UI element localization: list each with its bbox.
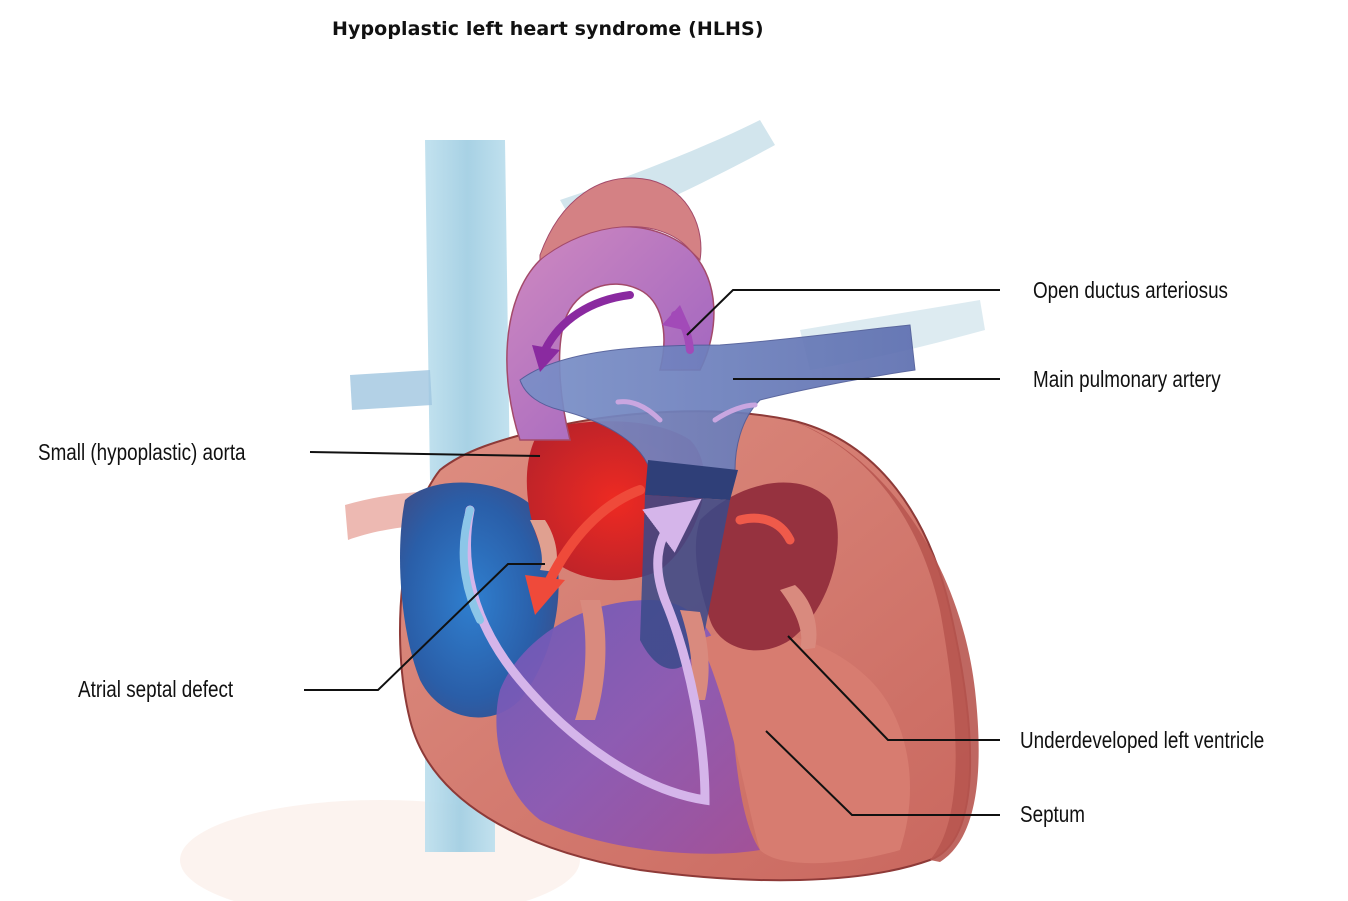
label-small-aorta: Small (hypoplastic) aorta xyxy=(38,439,246,466)
label-underdeveloped-left-ventricle: Underdeveloped left ventricle xyxy=(1020,727,1264,754)
superior-vena-cava xyxy=(425,140,510,480)
label-open-ductus: Open ductus arteriosus xyxy=(1033,277,1228,304)
label-main-pulmonary-artery: Main pulmonary artery xyxy=(1033,366,1221,393)
vessel-stub-left-upper xyxy=(350,370,432,410)
label-atrial-septal-defect: Atrial septal defect xyxy=(78,676,233,703)
label-septum: Septum xyxy=(1020,801,1085,828)
